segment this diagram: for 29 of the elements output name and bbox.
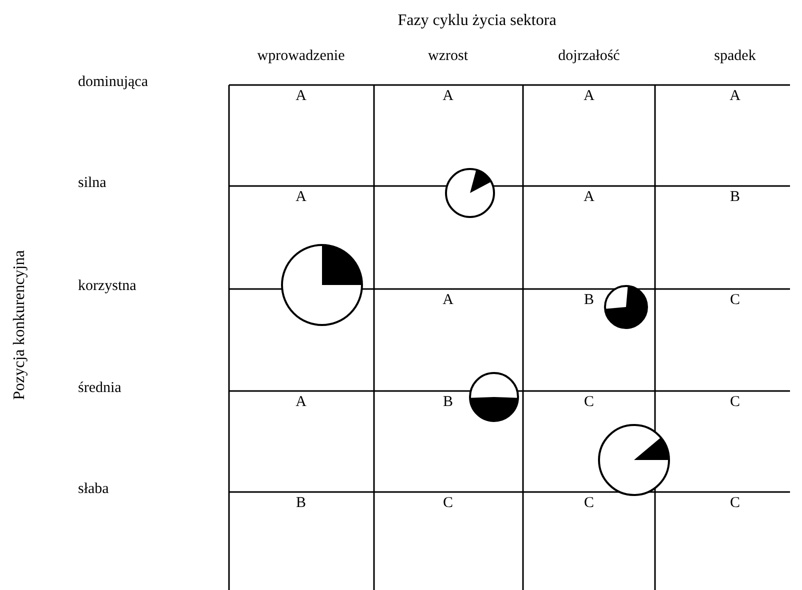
cell-rating: C: [584, 393, 594, 411]
row-header: dominująca: [78, 73, 148, 91]
cell-rating: A: [296, 393, 306, 411]
row-header: średnia: [78, 379, 122, 397]
axis-title: Pozycja konkurencyjna: [11, 250, 29, 400]
cell-rating: B: [730, 188, 740, 206]
cell-rating: C: [443, 494, 453, 512]
cell-rating: C: [730, 494, 740, 512]
cell-rating: B: [584, 291, 594, 309]
cell-rating: B: [296, 494, 306, 512]
cell-rating: C: [730, 393, 740, 411]
column-header: wzrost: [428, 47, 468, 65]
cell-rating: A: [442, 87, 454, 105]
cell-rating: C: [730, 291, 740, 309]
column-header: spadek: [714, 47, 756, 65]
cell-rating: A: [584, 188, 594, 206]
row-header: słaba: [78, 480, 109, 498]
cell-rating: A: [730, 87, 740, 105]
cell-rating: C: [584, 494, 594, 512]
cell-rating: A: [296, 188, 306, 206]
column-header: dojrzałość: [558, 47, 620, 65]
row-header: silna: [78, 174, 106, 192]
column-header: wprowadzenie: [257, 47, 345, 65]
cell-rating: A: [296, 87, 306, 105]
cell-rating: A: [584, 87, 594, 105]
cell-rating: A: [442, 291, 454, 309]
row-header: korzystna: [78, 277, 136, 295]
axis-title: Fazy cyklu życia sektora: [398, 12, 556, 30]
cell-rating: B: [443, 393, 453, 411]
